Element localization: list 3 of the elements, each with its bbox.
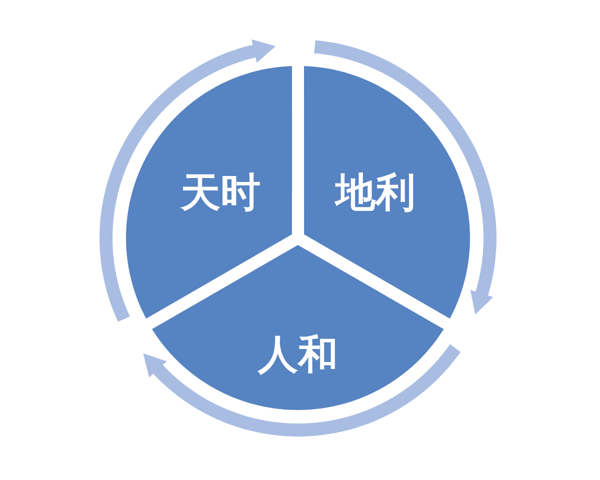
sector-label: 人和 <box>258 332 338 377</box>
sector-label: 地利 <box>335 171 416 216</box>
sector-label: 天时 <box>180 171 261 216</box>
